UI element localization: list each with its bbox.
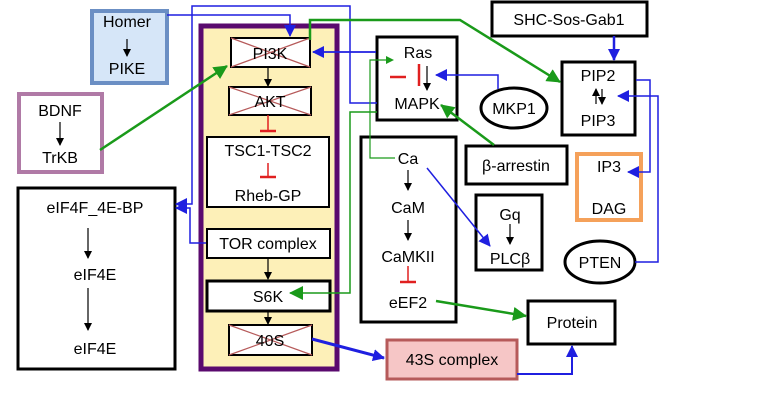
- edge-mapk-s6k: [289, 111, 377, 300]
- edge-40s-43s: [311, 337, 385, 361]
- mkp1-node: [479, 86, 549, 130]
- ca-label: Ca: [398, 151, 419, 168]
- akt-cross-b: [228, 86, 312, 116]
- gq-plcb-box: [474, 193, 544, 272]
- eif4e-label-2: eIF4E: [74, 341, 117, 358]
- dag-label: DAG: [592, 201, 627, 218]
- pi3k-cross-b: [230, 37, 311, 68]
- edge-eef2-protein: [435, 299, 527, 321]
- tor-complex-box: [206, 228, 331, 259]
- eef2-label: eEF2: [389, 295, 427, 312]
- edge-pi3k-pip: [308, 18, 561, 84]
- akt-label: AKT: [254, 94, 285, 111]
- edge-trkb-pi3k: [99, 64, 228, 152]
- edge-43s-protein: [517, 345, 578, 375]
- s6k-label: S6K: [253, 289, 284, 306]
- s40-label: 40S: [256, 333, 284, 350]
- edge-pten-pip: [617, 90, 659, 263]
- homer-pike-box: [90, 9, 169, 85]
- protein-box: [526, 299, 617, 346]
- edge-barrestin-mapk: [440, 104, 495, 146]
- protein-label: Protein: [547, 315, 598, 332]
- edge-ca-ras: [369, 59, 395, 159]
- edge-ca-ras-head: [386, 56, 394, 64]
- cam-label: CaM: [391, 200, 425, 217]
- complex-43s-box: [385, 338, 519, 381]
- ras-label: Ras: [404, 45, 432, 62]
- pike-label: PIKE: [109, 61, 145, 78]
- ip3-dag-box: [575, 152, 643, 222]
- pten-label: PTEN: [579, 255, 622, 272]
- shc-sos-gab1-box: [490, 0, 649, 38]
- s40-cross-b: [228, 324, 313, 356]
- plcb-label: PLCβ: [490, 251, 530, 268]
- homer-label: Homer: [103, 14, 152, 31]
- tsc-label: TSC1-TSC2: [224, 143, 311, 160]
- bdnf-label: BDNF: [38, 103, 82, 120]
- rheb-label: Rheb-GP: [235, 188, 302, 205]
- edge-pip-ip3: [627, 79, 651, 178]
- mapk-label: MAPK: [394, 96, 440, 113]
- edge-mapk-eif4f: [175, 5, 377, 210]
- edge-mkp1-mapk: [435, 69, 499, 89]
- shc-label: SHC-Sos-Gab1: [513, 12, 624, 29]
- eif4e-label-1: eIF4E: [74, 267, 117, 284]
- camkii-label: CaMKII: [381, 249, 434, 266]
- edge-homer-pi3k: [167, 14, 296, 37]
- eif4f-label: eIF4F_4E-BP: [47, 200, 144, 217]
- beta-arrestin-box: [464, 144, 569, 186]
- tor-complex-label: TOR complex: [219, 236, 317, 253]
- pip3-label: PIP3: [581, 113, 616, 130]
- edge-tor-eif4f: [175, 202, 206, 244]
- pip2-label: PIP2: [581, 68, 616, 85]
- gq-label: Gq: [499, 207, 520, 224]
- trkb-label: TrKB: [42, 150, 78, 167]
- pi3k-label: PI3K: [253, 46, 288, 63]
- ip3-label: IP3: [597, 159, 621, 176]
- mkp1-label: MKP1: [492, 101, 536, 118]
- complex-43s-label: 43S complex: [406, 352, 499, 369]
- eif4f-box: [16, 186, 177, 371]
- edge-ca-plcb: [426, 167, 491, 247]
- beta-arrestin-label: β-arrestin: [482, 158, 550, 175]
